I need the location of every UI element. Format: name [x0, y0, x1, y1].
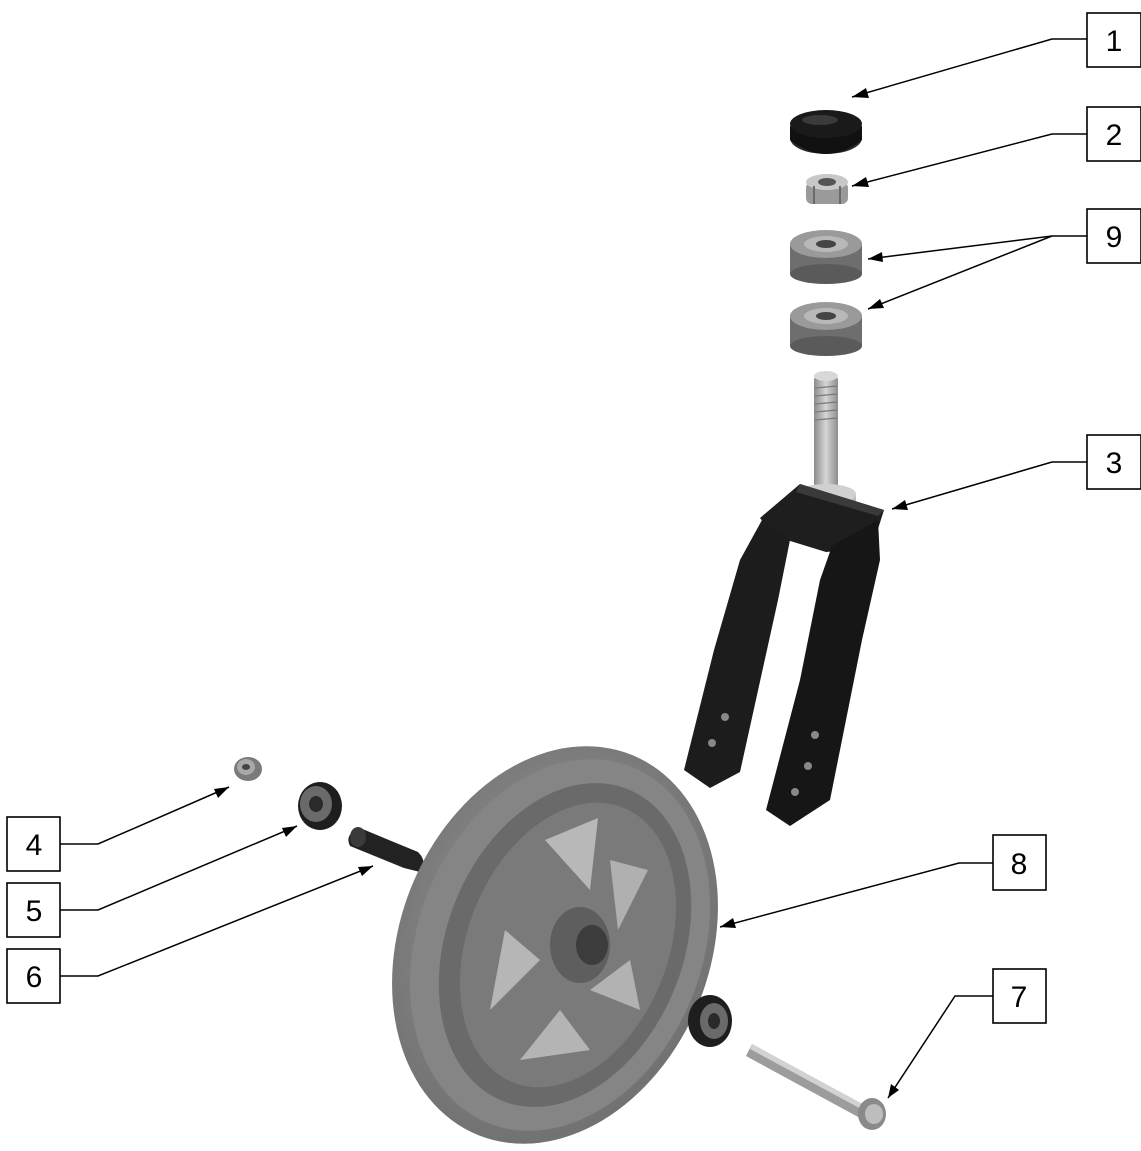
wheel-bearing-left	[298, 782, 342, 830]
lower-bearing	[790, 302, 862, 356]
callout-3: 3	[1086, 434, 1141, 490]
callout-4-label: 4	[26, 829, 43, 862]
callout-8: 8	[992, 834, 1047, 891]
callout-9-label: 9	[1106, 221, 1123, 254]
callout-7: 7	[992, 968, 1047, 1024]
callout-1: 1	[1086, 12, 1141, 68]
arrowhead-4	[214, 787, 229, 798]
upper-bearing	[790, 230, 862, 284]
callout-1-label: 1	[1106, 25, 1123, 58]
callout-2-label: 2	[1106, 119, 1123, 152]
axle-nut	[234, 757, 262, 781]
arrowheads	[214, 88, 908, 1098]
callout-5: 5	[6, 882, 61, 938]
arrowhead-6	[358, 866, 373, 876]
leader-9b	[867, 235, 1053, 310]
top-nut	[806, 174, 848, 204]
axle-bolt	[746, 1044, 886, 1130]
arrowhead-3	[892, 500, 908, 510]
leader-2	[851, 133, 1087, 187]
leader-9a	[867, 235, 1087, 260]
wheel-bearing-right	[688, 995, 732, 1047]
callout-7-label: 7	[1011, 981, 1028, 1014]
wheel	[392, 746, 718, 1144]
callout-2: 2	[1086, 106, 1141, 162]
arrowhead-2	[852, 177, 869, 187]
arrowhead-1	[852, 88, 869, 98]
arrowhead-8	[720, 918, 736, 928]
arrowhead-9a	[868, 252, 883, 262]
cap	[790, 110, 862, 154]
callout-9: 9	[1086, 208, 1141, 264]
leader-7	[887, 995, 993, 1099]
callout-6-label: 6	[26, 961, 43, 994]
spacer-tube	[348, 827, 424, 872]
arrowhead-7	[888, 1084, 899, 1098]
callout-4: 4	[6, 816, 61, 872]
leader-1	[851, 38, 1087, 98]
leader-4	[60, 786, 230, 845]
leader-3	[891, 461, 1087, 510]
callout-5-label: 5	[26, 895, 43, 928]
arrowhead-5	[282, 826, 297, 837]
fork	[684, 371, 884, 826]
callout-3-label: 3	[1106, 447, 1123, 480]
leader-6	[60, 865, 374, 977]
leader-lines	[60, 38, 1087, 1099]
leader-5	[60, 825, 298, 911]
arrowhead-9b	[868, 299, 884, 309]
leader-8	[719, 862, 993, 928]
callout-6: 6	[6, 948, 61, 1004]
callout-8-label: 8	[1011, 848, 1028, 881]
